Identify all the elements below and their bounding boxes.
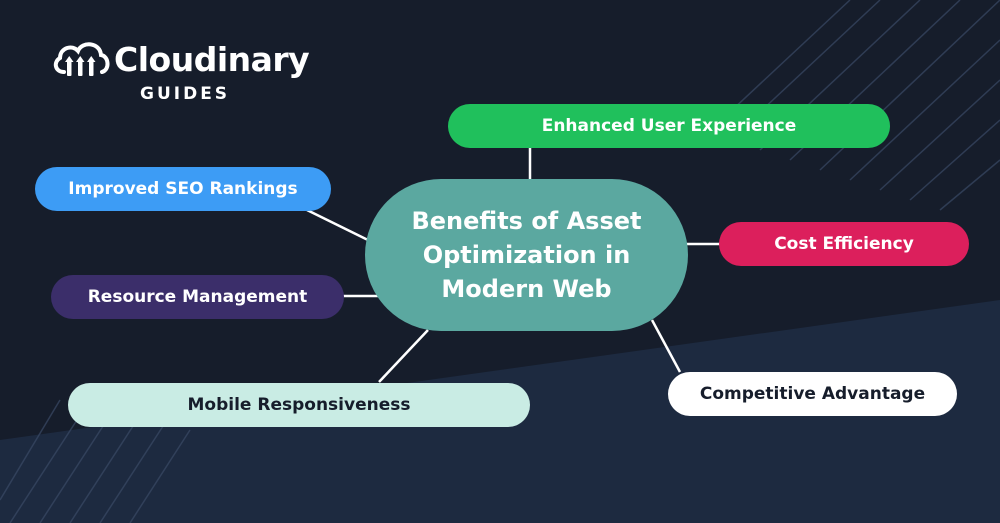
node-resource-management: Resource Management xyxy=(51,275,344,319)
central-topic-line-3: Modern Web xyxy=(441,275,612,303)
node-improved-seo-rankings: Improved SEO Rankings xyxy=(35,167,331,211)
connectors xyxy=(306,148,720,383)
brand-subtitle: GUIDES xyxy=(140,84,231,104)
connector-competitive-advantage xyxy=(650,319,682,373)
central-topic: Benefits of Asset Optimization in Modern… xyxy=(365,179,688,331)
central-topic-line-2: Optimization in xyxy=(422,241,631,269)
node-mobile-responsiveness: Mobile Responsiveness xyxy=(68,383,530,427)
brand-name: Cloudinary xyxy=(114,40,310,79)
brand: Cloudinary GUIDES xyxy=(52,38,310,110)
connector-mobile-responsiveness xyxy=(378,329,429,383)
cloudinary-logo-icon xyxy=(53,42,110,76)
node-competitive-advantage: Competitive Advantage xyxy=(668,372,957,416)
central-topic-line-1: Benefits of Asset xyxy=(411,207,642,235)
connector-improved-seo-rankings xyxy=(306,208,373,244)
node-cost-efficiency: Cost Efficiency xyxy=(719,222,969,266)
node-enhanced-user-experience: Enhanced User Experience xyxy=(448,104,890,148)
